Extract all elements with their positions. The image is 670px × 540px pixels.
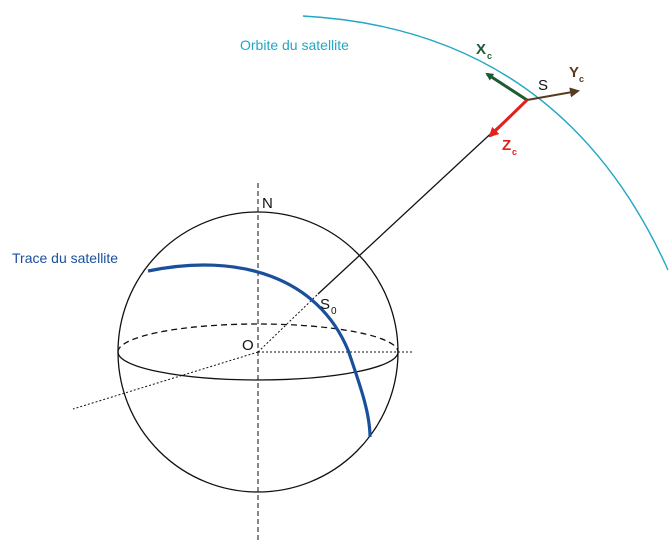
svg-text:S: S [320, 296, 330, 313]
ground-trace [147, 263, 372, 438]
x-axis-arrow [485, 72, 528, 102]
svg-text:Y: Y [569, 64, 579, 81]
svg-text:c: c [512, 147, 517, 157]
y-axis-label: Y c [569, 64, 584, 84]
origin-to-subpoint-line [257, 293, 319, 353]
x-axis-label: X c [476, 41, 492, 61]
orbit-label: Orbite du satellite [240, 37, 349, 53]
equator-back [117, 323, 399, 353]
satellite-label: S [538, 77, 548, 94]
subpoint-label: S 0 [320, 296, 337, 317]
north-label: N [262, 195, 273, 212]
svg-text:c: c [487, 51, 492, 61]
svg-text:c: c [579, 74, 584, 84]
orbit-arc [302, 15, 669, 271]
z-axis-label: Z c [502, 137, 517, 157]
svg-text:X: X [476, 41, 486, 58]
origin-label: O [242, 337, 254, 354]
y-axis-arrow [526, 87, 580, 101]
trace-label: Trace du satellite [12, 250, 118, 266]
oblique-axis [72, 351, 259, 410]
svg-text:Z: Z [502, 137, 511, 154]
z-axis-arrow [488, 98, 529, 138]
svg-text:0: 0 [331, 306, 337, 317]
